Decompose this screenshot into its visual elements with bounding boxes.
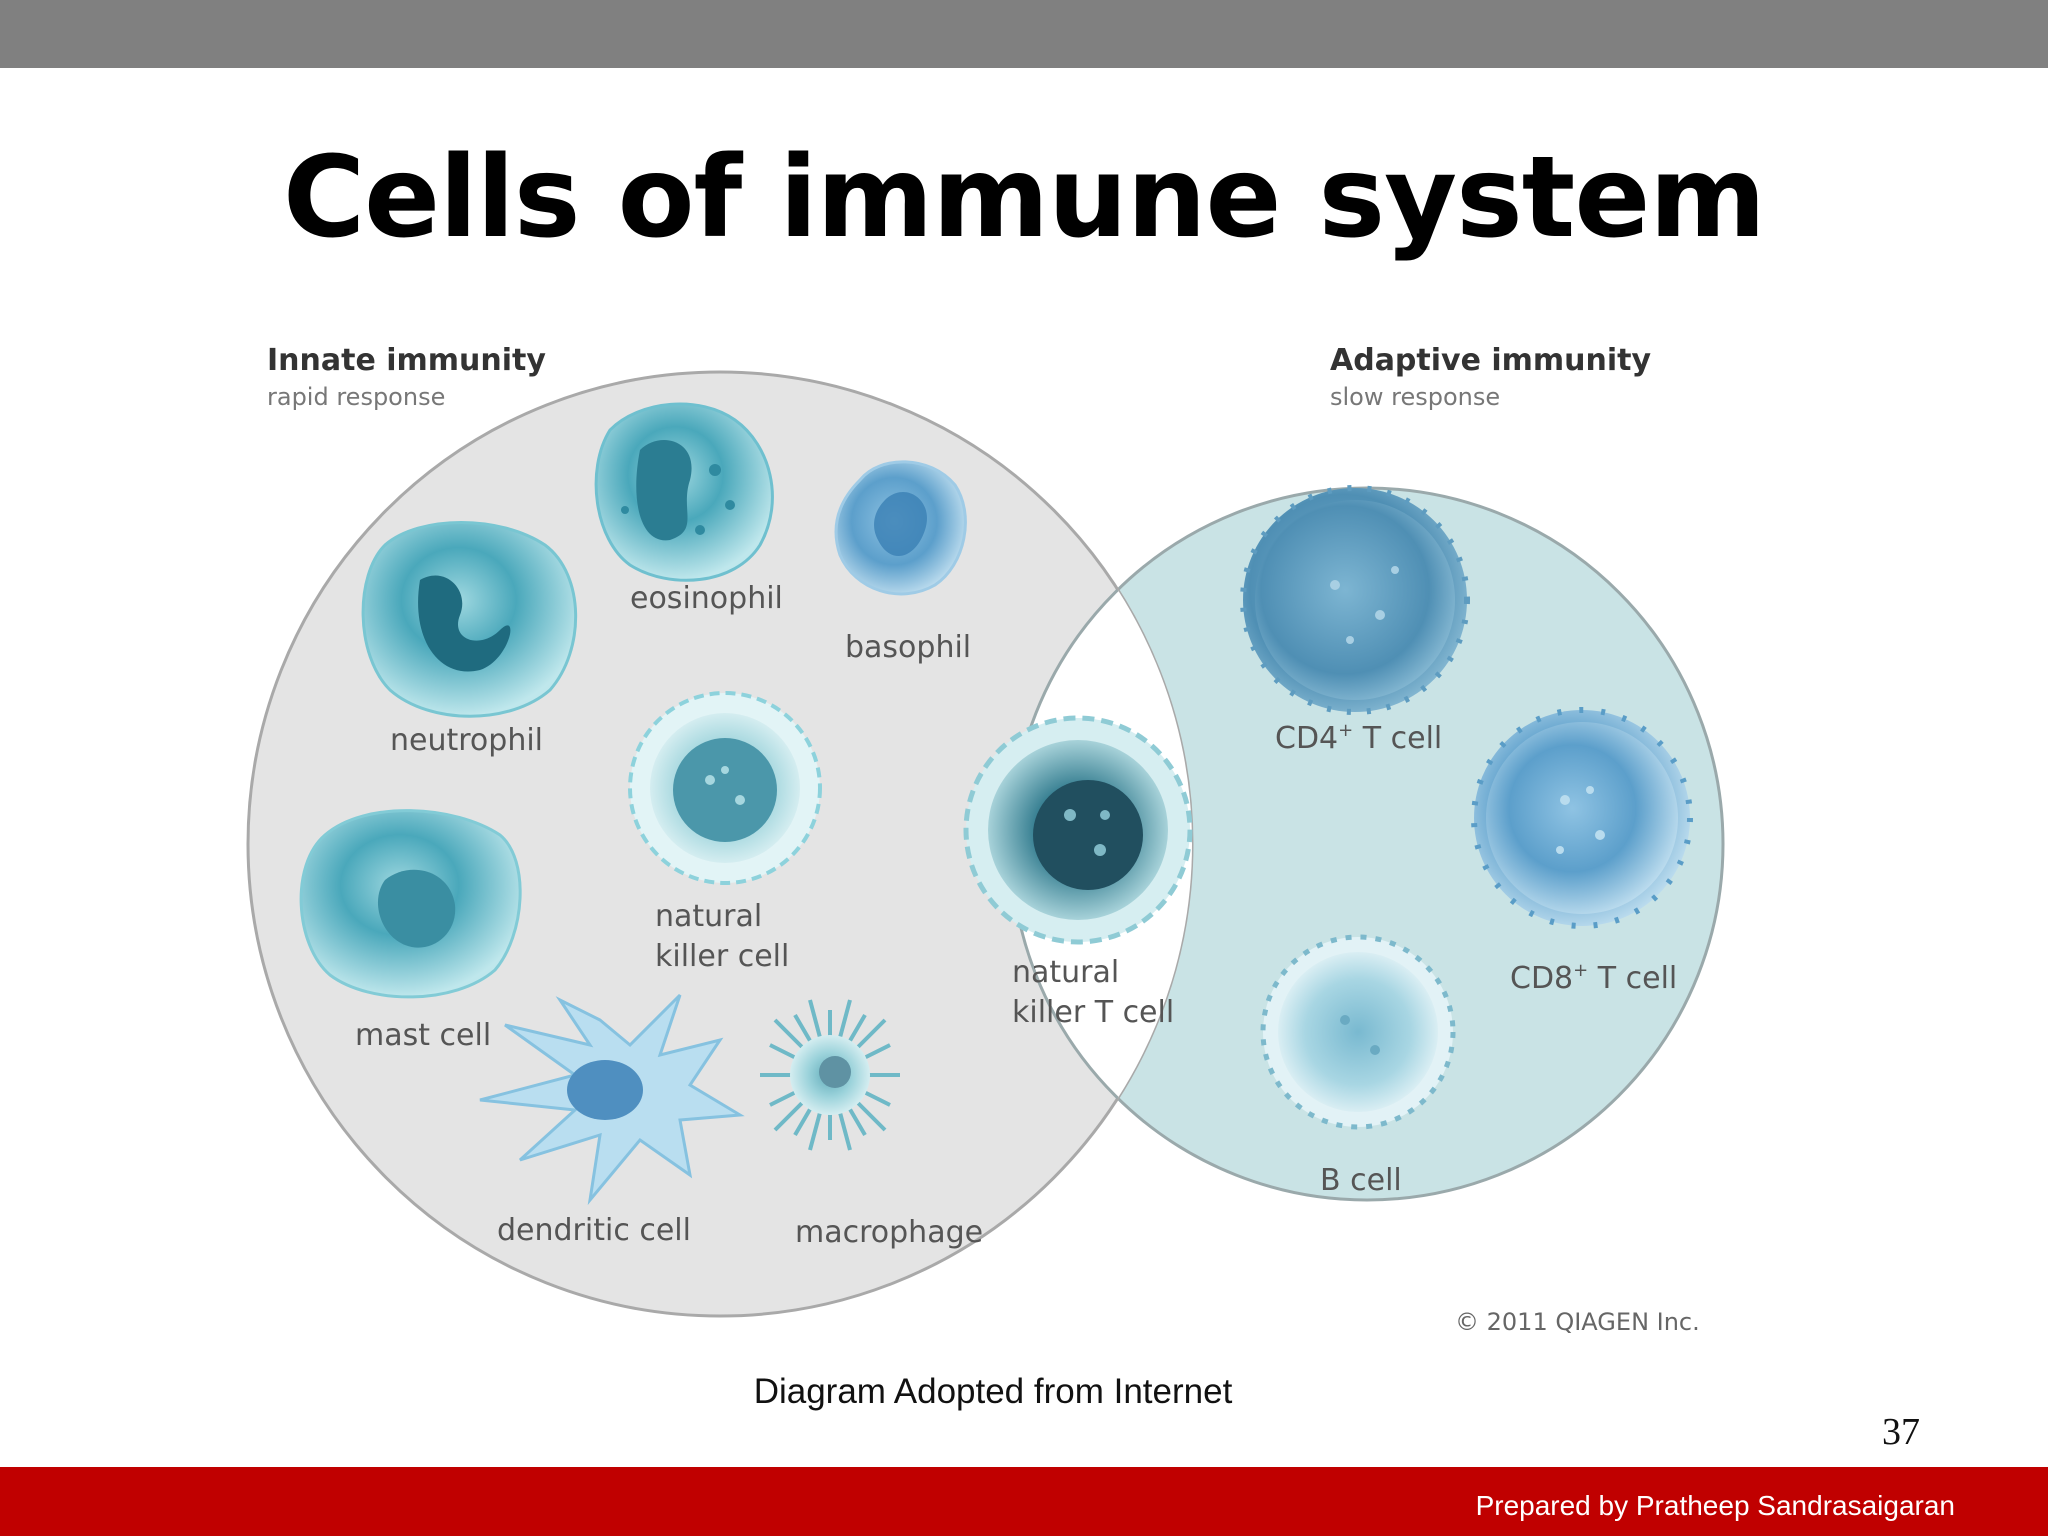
eosinophil-cell-icon	[594, 402, 774, 582]
dendritic-cell-label: dendritic cell	[497, 1213, 691, 1248]
cd4-t-cell-icon	[1240, 485, 1470, 715]
dendritic-cell-icon	[479, 993, 745, 1206]
mast-cell-icon	[299, 809, 522, 999]
top-banner	[0, 0, 2048, 68]
macrophage-cell-icon	[760, 999, 900, 1151]
natural-killer-t-cell-label-line1: natural	[1012, 955, 1119, 990]
eosinophil-label: eosinophil	[630, 581, 783, 616]
b-cell-label: B cell	[1320, 1163, 1402, 1198]
b-cell-icon	[1260, 934, 1456, 1130]
neutrophil-cell-icon	[361, 521, 578, 718]
slide-title: Cells of immune system	[282, 133, 1766, 263]
diagram-caption: Diagram Adopted from Internet	[753, 1372, 1233, 1411]
natural-killer-t-cell-label-line2: killer T cell	[1012, 995, 1174, 1030]
innate-immunity-subtitle: rapid response	[267, 383, 445, 411]
natural-killer-label-line1: natural	[655, 899, 762, 934]
page-number: 37	[1882, 1411, 1920, 1453]
copyright-notice: © 2011 QIAGEN Inc.	[1455, 1308, 1700, 1336]
basophil-cell-icon	[834, 460, 967, 596]
natural-killer-t-cell-icon	[963, 715, 1193, 945]
natural-killer-label-line2: killer cell	[655, 939, 789, 974]
macrophage-label: macrophage	[795, 1215, 983, 1250]
adaptive-immunity-title: Adaptive immunity	[1330, 343, 1652, 378]
mast-cell-label: mast cell	[355, 1018, 491, 1053]
basophil-label: basophil	[845, 630, 971, 665]
natural-killer-cell-icon	[628, 691, 822, 885]
neutrophil-label: neutrophil	[390, 723, 543, 758]
cd8-t-cell-label: CD8+ T cell	[1510, 960, 1677, 996]
cd4-t-cell-label: CD4+ T cell	[1275, 720, 1442, 756]
innate-immunity-title: Innate immunity	[267, 343, 546, 378]
bottom-banner	[0, 1467, 2048, 1536]
adaptive-immunity-subtitle: slow response	[1330, 383, 1500, 411]
author-credit: Prepared by Pratheep Sandrasaigaran	[1475, 1490, 1955, 1521]
cd8-t-cell-icon	[1471, 707, 1693, 929]
